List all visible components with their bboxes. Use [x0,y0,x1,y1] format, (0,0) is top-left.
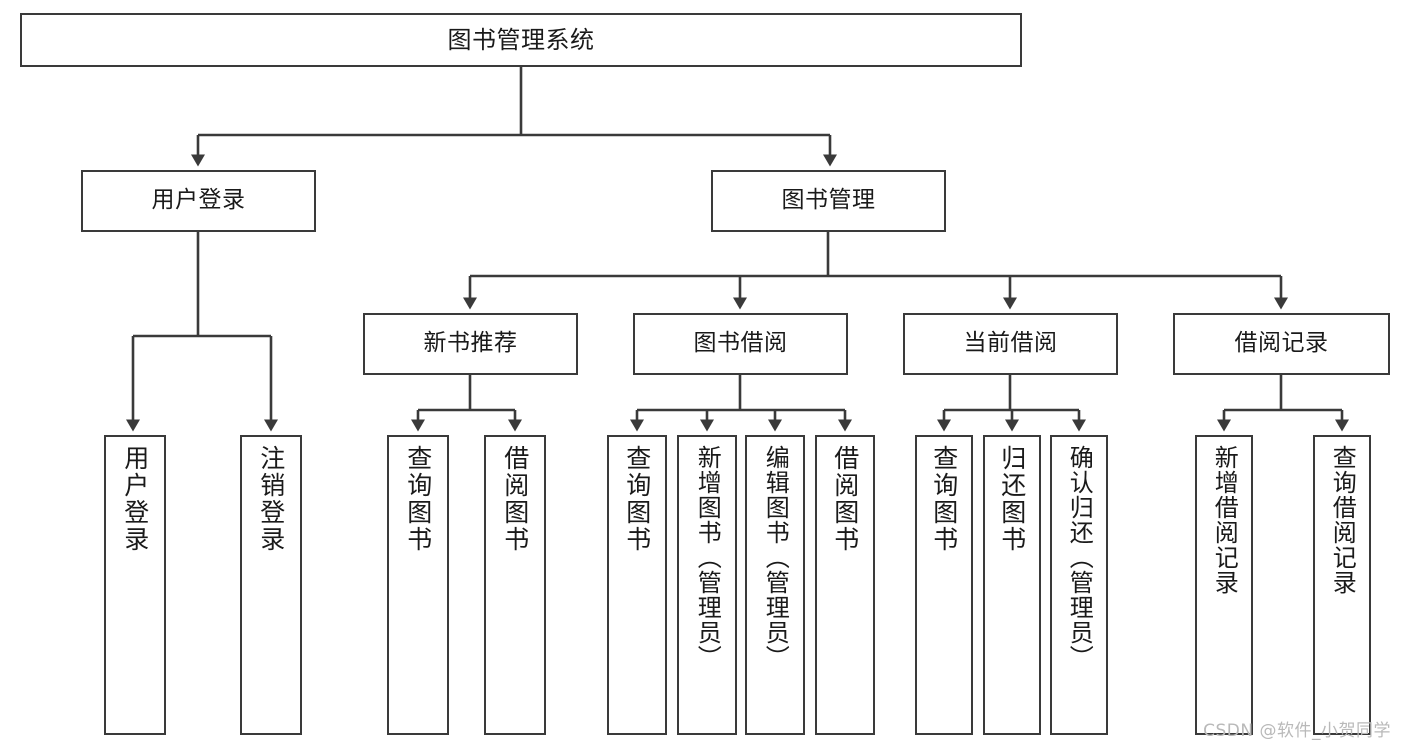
node-leaf-add-book[interactable]: 新增图书（管理员） [677,435,737,735]
node-leaf-confirm-return-label: 确认归还（管理员） [1065,445,1094,670]
node-leaf-user-login-label: 用户登录 [120,445,150,553]
node-leaf-edit-book-label: 编辑图书（管理员） [761,445,790,670]
node-leaf-borrow-book-1-label: 借阅图书 [500,445,530,553]
node-book-borrow-label: 图书借阅 [693,330,788,357]
node-book-manage[interactable]: 图书管理 [711,170,946,232]
node-leaf-query-book-1[interactable]: 查询图书 [387,435,449,735]
node-leaf-query-book-2[interactable]: 查询图书 [607,435,667,735]
watermark-text: CSDN @软件_小贺同学 [1203,721,1391,741]
node-leaf-return-book[interactable]: 归还图书 [983,435,1041,735]
node-new-book-rec-label: 新书推荐 [423,330,518,357]
node-current-borrow-label: 当前借阅 [963,330,1058,357]
node-root-system[interactable]: 图书管理系统 [20,13,1022,67]
node-leaf-query-book-3[interactable]: 查询图书 [915,435,973,735]
node-leaf-logout-label: 注销登录 [256,445,286,553]
node-book-manage-label: 图书管理 [781,187,876,214]
node-current-borrow[interactable]: 当前借阅 [903,313,1118,375]
node-borrow-record[interactable]: 借阅记录 [1173,313,1390,375]
node-leaf-query-record-label: 查询借阅记录 [1328,445,1357,595]
node-leaf-add-book-label: 新增图书（管理员） [693,445,722,670]
node-leaf-add-record[interactable]: 新增借阅记录 [1195,435,1253,735]
node-leaf-user-login[interactable]: 用户登录 [104,435,166,735]
node-leaf-query-book-2-label: 查询图书 [622,445,652,553]
node-leaf-add-record-label: 新增借阅记录 [1210,445,1239,595]
node-leaf-query-book-3-label: 查询图书 [929,445,959,553]
node-leaf-edit-book[interactable]: 编辑图书（管理员） [745,435,805,735]
node-leaf-return-book-label: 归还图书 [997,445,1027,553]
node-leaf-query-record[interactable]: 查询借阅记录 [1313,435,1371,735]
node-root-label: 图书管理系统 [447,25,595,54]
node-leaf-confirm-return[interactable]: 确认归还（管理员） [1050,435,1108,735]
node-user-login-label: 用户登录 [151,187,246,214]
node-new-book-rec[interactable]: 新书推荐 [363,313,578,375]
node-leaf-borrow-book-2[interactable]: 借阅图书 [815,435,875,735]
node-leaf-borrow-book-2-label: 借阅图书 [830,445,860,553]
node-leaf-logout[interactable]: 注销登录 [240,435,302,735]
node-leaf-borrow-book-1[interactable]: 借阅图书 [484,435,546,735]
node-book-borrow[interactable]: 图书借阅 [633,313,848,375]
node-borrow-record-label: 借阅记录 [1234,330,1329,357]
node-leaf-query-book-1-label: 查询图书 [403,445,433,553]
node-user-login[interactable]: 用户登录 [81,170,316,232]
